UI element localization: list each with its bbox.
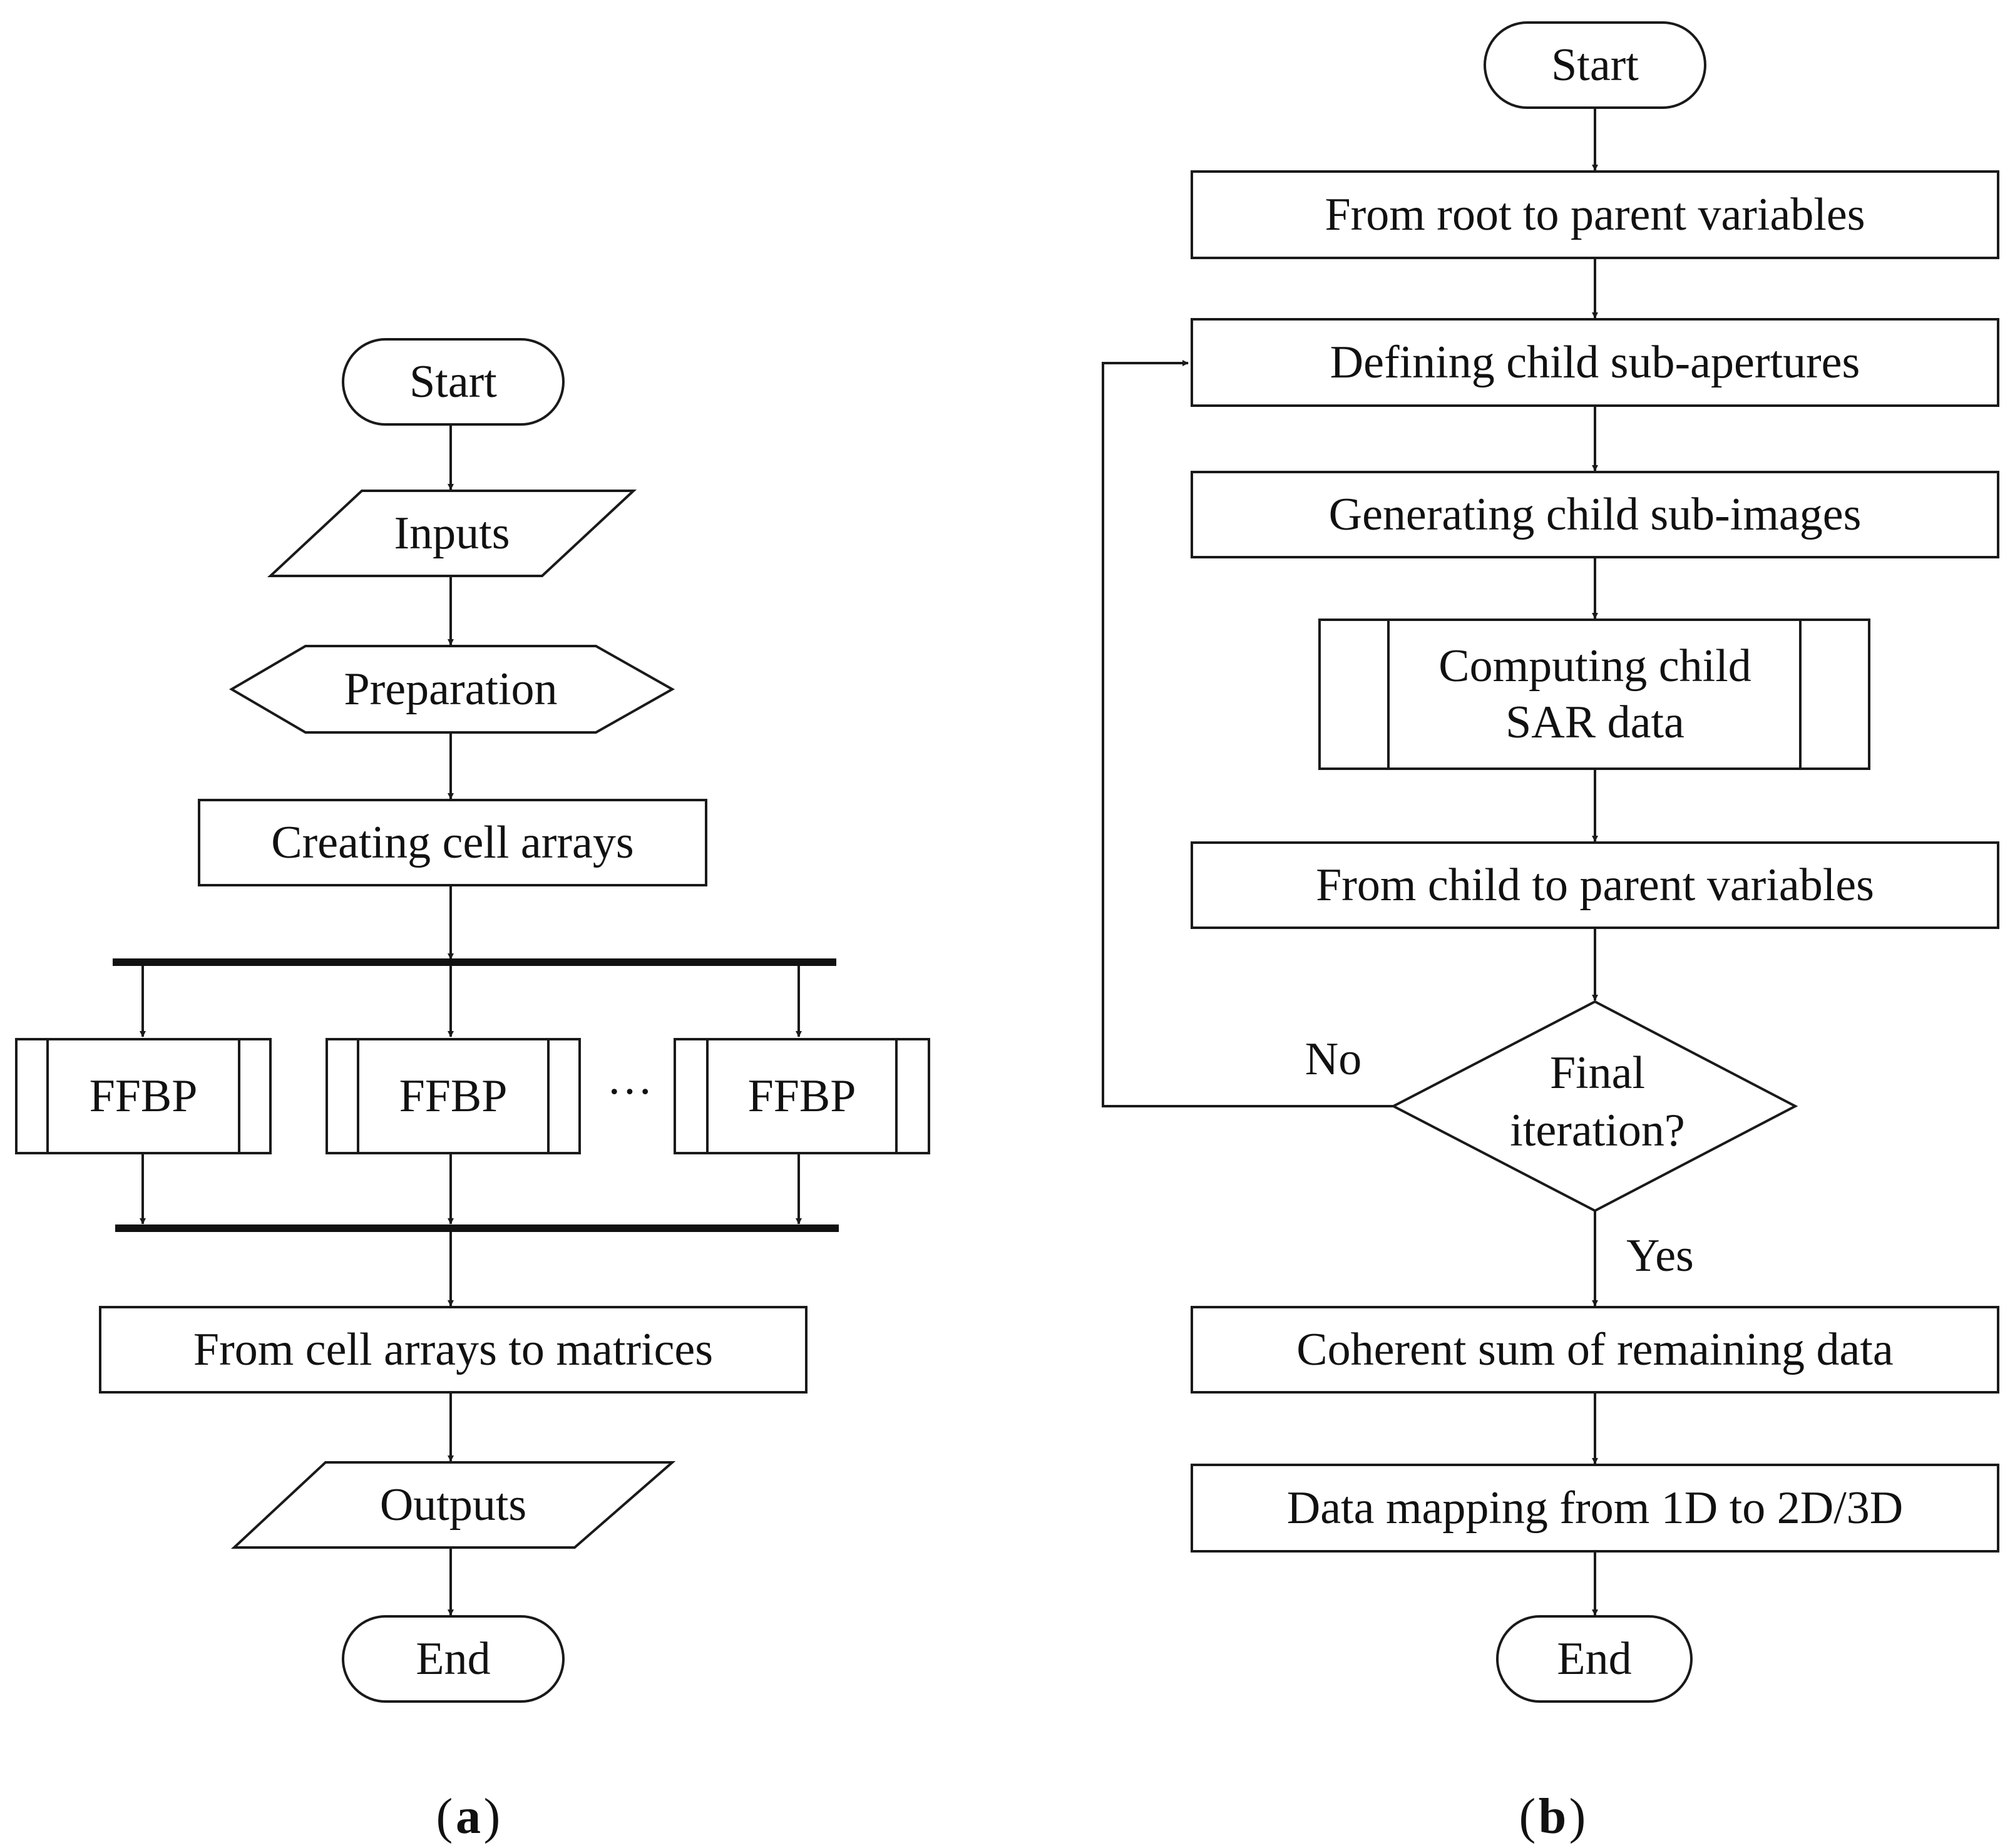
coherent-sum-box	[1191, 1306, 1999, 1394]
generating-child-label: Generating child sub-images	[1329, 489, 1862, 540]
decision-label-line1: Final	[1550, 1047, 1645, 1099]
start-terminal	[1484, 21, 1706, 109]
from-cell-arrays-label: From cell arrays to matrices	[193, 1324, 713, 1375]
panel-a-caption: a	[456, 1789, 481, 1844]
panel-a-caption-open-paren: (	[436, 1789, 453, 1844]
final-iteration-decision	[1390, 1000, 1798, 1213]
panel-a-caption-close-paren: )	[484, 1789, 501, 1844]
defining-child-label: Defining child sub-apertures	[1330, 337, 1860, 388]
panel-b-caption-close-paren: )	[1569, 1789, 1586, 1844]
computing-child-label-line1: Computing child	[1438, 640, 1751, 692]
root-to-parent-label: From root to parent variables	[1325, 189, 1865, 240]
creating-cell-arrays-label: Creating cell arrays	[271, 817, 633, 868]
computing-child-process	[1318, 619, 1870, 770]
arrow-no-loop-back	[1102, 360, 1393, 1107]
decision-label-line2: iteration?	[1510, 1105, 1684, 1156]
root-to-parent-box	[1191, 170, 1999, 259]
ffbp-process-2	[326, 1038, 581, 1154]
from-cell-arrays-box	[99, 1306, 808, 1394]
preparation-label: Preparation	[344, 664, 557, 715]
coherent-sum-label: Coherent sum of remaining data	[1296, 1324, 1894, 1375]
end-terminal	[342, 1615, 565, 1703]
start-label: Start	[409, 356, 497, 408]
creating-cell-arrays-box	[198, 799, 707, 886]
ffbp-3-label: FFBP	[748, 1070, 856, 1122]
defining-child-box	[1191, 318, 1999, 407]
panel-b: Start From root to parent variables Defi…	[1102, 21, 1999, 1844]
end-label: End	[416, 1633, 490, 1685]
end-terminal	[1496, 1615, 1693, 1703]
outputs-io-shape	[230, 1461, 676, 1549]
generating-child-box	[1191, 471, 1999, 558]
child-to-parent-box	[1191, 841, 1999, 929]
ffbp-1-label: FFBP	[90, 1070, 198, 1122]
no-branch-label: No	[1305, 1034, 1361, 1085]
end-label: End	[1557, 1633, 1631, 1685]
start-label: Start	[1551, 39, 1639, 91]
data-mapping-label: Data mapping from 1D to 2D/3D	[1287, 1482, 1903, 1534]
inputs-label: Inputs	[394, 508, 510, 559]
panel-b-caption: b	[1539, 1789, 1567, 1844]
inputs-io-shape	[267, 490, 637, 577]
outputs-label: Outputs	[380, 1479, 526, 1531]
preparation-hexagon	[229, 645, 675, 734]
data-mapping-box	[1191, 1464, 1999, 1553]
computing-child-label-line2: SAR data	[1505, 697, 1684, 748]
ffbp-process-1	[15, 1038, 272, 1154]
yes-branch-label: Yes	[1626, 1230, 1694, 1281]
ffbp-process-3	[674, 1038, 930, 1154]
child-to-parent-label: From child to parent variables	[1316, 860, 1874, 911]
panel-b-caption-open-paren: (	[1519, 1789, 1536, 1844]
ffbp-2-label: FFBP	[399, 1070, 508, 1122]
ffbp-ellipsis: ···	[607, 1066, 653, 1117]
panel-a: Start Inputs Preparation Creating cell a…	[15, 338, 930, 1844]
start-terminal	[342, 338, 565, 426]
